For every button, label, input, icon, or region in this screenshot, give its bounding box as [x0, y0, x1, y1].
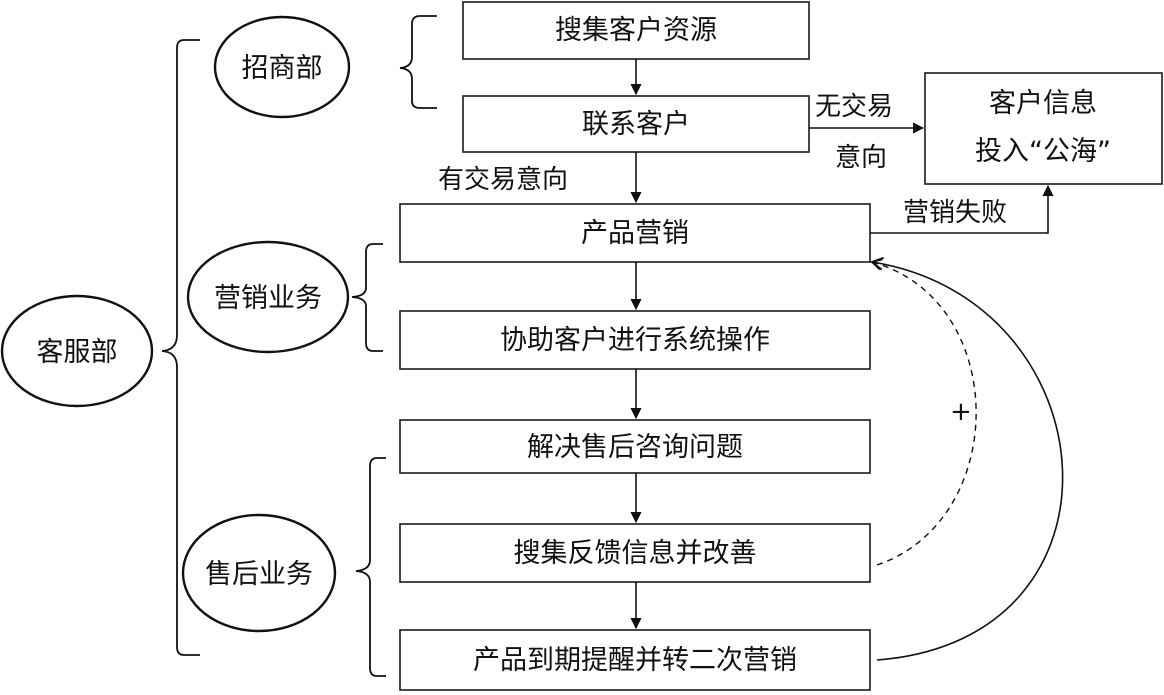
- arrow-failed-to-pool: [870, 184, 1054, 234]
- dept-marketing-label: 营销业务: [214, 283, 322, 314]
- brace-marketing: [351, 243, 383, 352]
- label-no-intent-line2: 意向: [835, 143, 887, 173]
- step-collect-feedback-label: 搜集反馈信息并改善: [514, 538, 757, 569]
- step-expiry-reminder-label: 产品到期提醒并转二次营销: [473, 645, 797, 676]
- public-pool-box: 客户信息 投入“公海”: [924, 72, 1163, 185]
- step-product-marketing-label: 产品营销: [581, 218, 689, 249]
- label-has-intent: 有交易意向: [438, 165, 568, 195]
- step-collect-resources: 搜集客户资源: [462, 1, 810, 60]
- step-expiry-reminder: 产品到期提醒并转二次营销: [399, 629, 871, 691]
- dept-customer-service: 客服部: [0, 294, 154, 408]
- step-resolve-inquiries: 解决售后咨询问题: [399, 419, 871, 474]
- dept-investment-label: 招商部: [242, 53, 323, 84]
- step-contact-customer-label: 联系客户: [582, 109, 690, 140]
- dept-after-sales: 售后业务: [181, 513, 337, 633]
- brace-main: [161, 39, 200, 656]
- brace-after-sales: [355, 457, 386, 677]
- label-marketing-failed: 营销失败: [903, 198, 1007, 228]
- dept-investment: 招商部: [213, 15, 351, 119]
- step-collect-feedback: 搜集反馈信息并改善: [399, 523, 871, 583]
- public-pool-line2: 投入“公海”: [975, 136, 1111, 167]
- step-assist-operation: 协助客户进行系统操作: [399, 310, 871, 370]
- dept-marketing: 营销业务: [186, 240, 350, 354]
- step-assist-operation-label: 协助客户进行系统操作: [500, 325, 770, 356]
- dept-after-sales-label: 售后业务: [205, 559, 313, 590]
- step-product-marketing: 产品营销: [399, 203, 871, 263]
- arrow-feedback-loop-dashed: [870, 258, 977, 566]
- brace-investment: [399, 15, 437, 109]
- label-plus: +: [950, 397, 972, 427]
- public-pool-line1: 客户信息: [989, 88, 1097, 119]
- arrow-expiry-loop-solid: [870, 256, 1064, 661]
- step-collect-resources-label: 搜集客户资源: [555, 15, 717, 46]
- dept-customer-service-label: 客服部: [37, 337, 118, 368]
- step-contact-customer: 联系客户: [462, 95, 810, 153]
- step-resolve-inquiries-label: 解决售后咨询问题: [527, 432, 743, 463]
- label-no-intent-line1: 无交易: [815, 92, 893, 122]
